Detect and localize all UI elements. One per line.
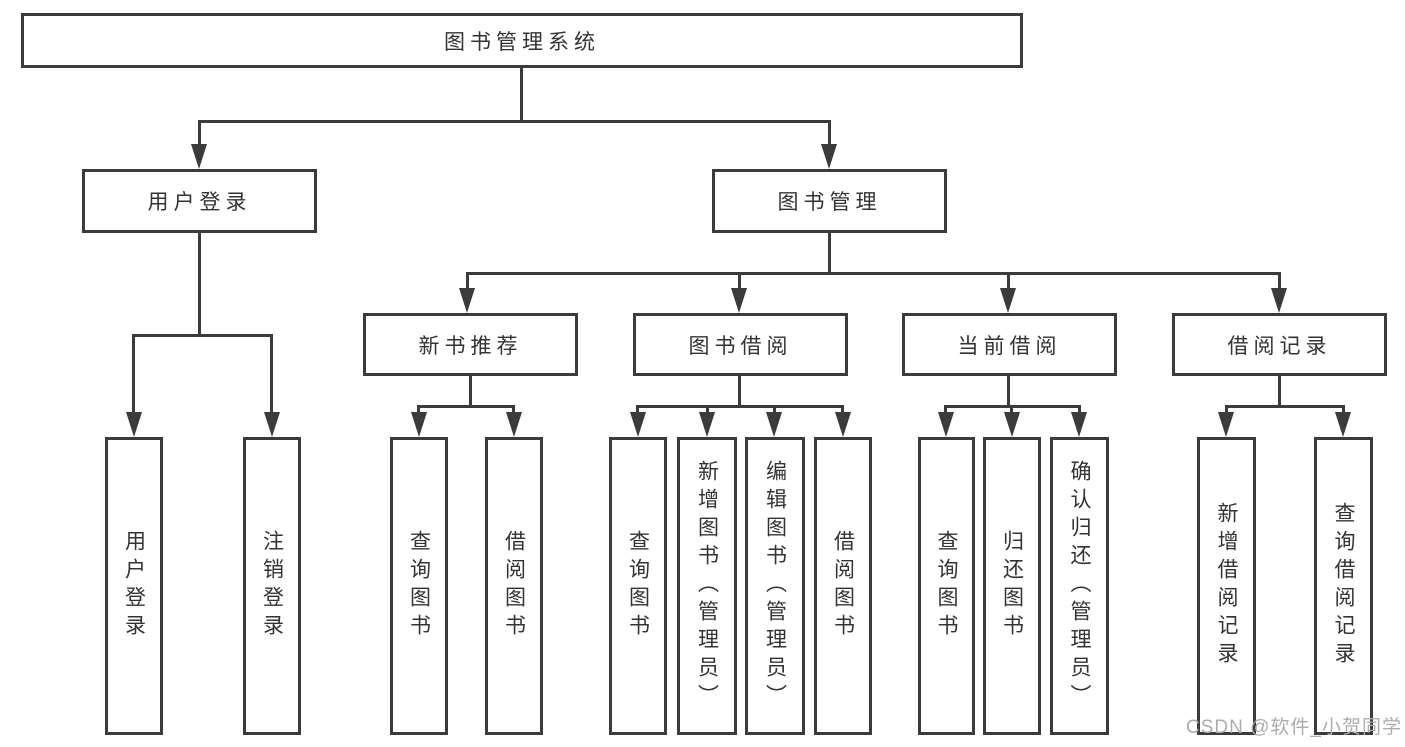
node-book-borrow: 图书借阅 (633, 313, 848, 376)
node-new-book-recommend: 新书推荐 (363, 313, 578, 376)
connector-line (198, 120, 831, 123)
leaf-query-borrow-record: 查询借阅记录 (1314, 437, 1373, 735)
arrowhead-down-icon (459, 288, 475, 313)
arrowhead-down-icon (506, 412, 522, 437)
arrowhead-down-icon (699, 412, 715, 437)
connector-line (132, 334, 135, 416)
leaf-add-books-admin: 新增图书（管理员） (677, 437, 737, 735)
leaf-add-borrow-record: 新增借阅记录 (1197, 437, 1256, 735)
node-user-login: 用户登录 (82, 169, 317, 233)
connector-line (417, 405, 515, 408)
leaf-user-login: 用户登录 (105, 437, 163, 735)
connector-line (520, 68, 523, 123)
leaf-confirm-return-admin: 确认归还（管理员） (1050, 437, 1109, 735)
connector-line (1007, 272, 1010, 294)
connector-line (738, 376, 741, 408)
arrowhead-down-icon (1218, 412, 1234, 437)
connector-line (828, 120, 831, 150)
arrowhead-down-icon (1004, 412, 1020, 437)
arrowhead-down-icon (1271, 288, 1287, 313)
node-current-borrow: 当前借阅 (902, 313, 1117, 376)
arrowhead-down-icon (126, 412, 142, 437)
connector-line (270, 334, 273, 416)
arrowhead-down-icon (411, 412, 427, 437)
node-borrow-records: 借阅记录 (1172, 313, 1387, 376)
arrowhead-down-icon (264, 412, 280, 437)
connector-line (1225, 405, 1345, 408)
connector-line (198, 120, 201, 150)
arrowhead-down-icon (821, 144, 837, 169)
connector-line (466, 272, 469, 294)
arrowhead-down-icon (731, 288, 747, 313)
connector-line (1278, 272, 1281, 294)
leaf-logout: 注销登录 (243, 437, 301, 735)
arrowhead-down-icon (191, 144, 207, 169)
connector-line (828, 233, 831, 275)
arrowhead-down-icon (938, 412, 954, 437)
connector-line (132, 334, 273, 337)
connector-line (1278, 376, 1281, 408)
node-root-library-system: 图书管理系统 (21, 13, 1023, 68)
csdn-watermark: CSDN @软件_小贺同学 (1186, 717, 1402, 738)
connector-line (469, 376, 472, 408)
leaf-query-books-borrow: 查询图书 (609, 437, 667, 735)
arrowhead-down-icon (766, 412, 782, 437)
node-book-management: 图书管理 (712, 169, 947, 233)
connector-line (198, 233, 201, 337)
leaf-return-books: 归还图书 (983, 437, 1041, 735)
connector-line (636, 405, 844, 408)
arrowhead-down-icon (1335, 412, 1351, 437)
arrowhead-down-icon (1071, 412, 1087, 437)
leaf-borrow-books-recommend: 借阅图书 (485, 437, 543, 735)
leaf-borrow-books: 借阅图书 (814, 437, 872, 735)
leaf-edit-books-admin: 编辑图书（管理员） (745, 437, 805, 735)
leaf-query-books-current: 查询图书 (918, 437, 975, 735)
connector-line (466, 272, 1281, 275)
connector-line (1007, 376, 1010, 408)
arrowhead-down-icon (1000, 288, 1016, 313)
connector-line (738, 272, 741, 294)
arrowhead-down-icon (630, 412, 646, 437)
arrowhead-down-icon (835, 412, 851, 437)
leaf-query-books-recommend: 查询图书 (390, 437, 448, 735)
